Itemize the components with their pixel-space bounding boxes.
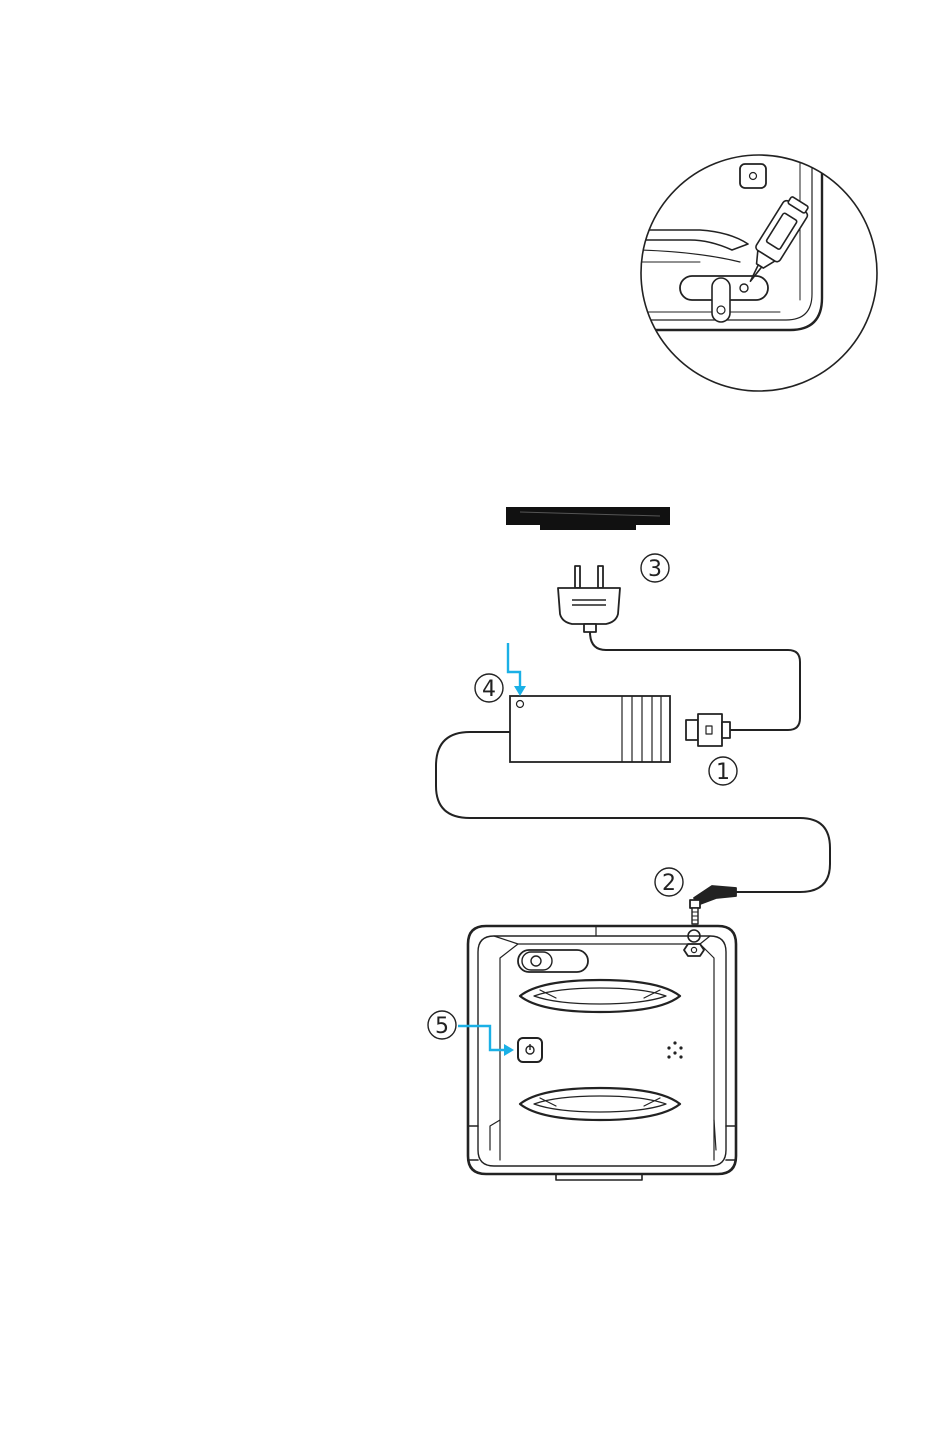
detail-zoom-view — [640, 155, 877, 391]
callout-2: 2 — [655, 868, 683, 896]
callout-1-label: 1 — [716, 760, 730, 785]
callout-4-label: 4 — [482, 677, 496, 702]
callout-5: 5 — [428, 1011, 456, 1039]
callout-5-label: 5 — [435, 1014, 449, 1039]
callout-3: 3 — [641, 554, 669, 582]
power-plug-icon — [558, 566, 620, 632]
led-pointer-arrow — [508, 643, 520, 690]
callout-2-label: 2 — [662, 871, 676, 896]
callout-1: 1 — [709, 757, 737, 785]
dc-connector-icon — [686, 714, 730, 746]
barrel-plug-icon — [690, 886, 736, 924]
wall-socket-icon — [506, 507, 670, 530]
power-adapter-icon — [510, 696, 670, 762]
adapter-led-icon — [517, 701, 524, 708]
speaker-grille — [667, 1041, 682, 1058]
power-button-icon — [518, 1038, 542, 1062]
callout-3-label: 3 — [648, 557, 662, 582]
callout-4: 4 — [475, 674, 503, 702]
